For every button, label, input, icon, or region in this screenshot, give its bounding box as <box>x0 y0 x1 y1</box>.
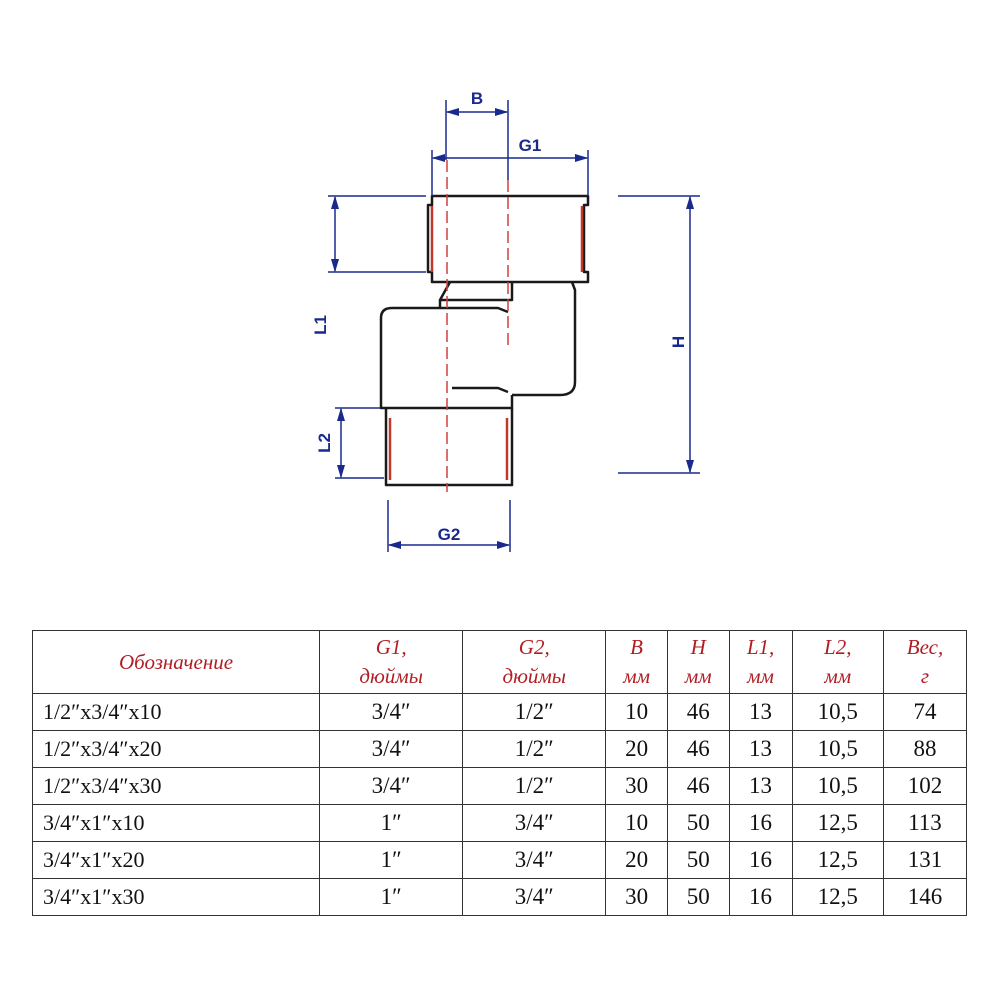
table-row: 3/4″x1″x10 1″ 3/4″ 10 50 16 12,5 113 <box>31 804 968 842</box>
cell-designation: 3/4″x1″x30 <box>31 878 321 916</box>
cell-g1: 3/4″ <box>319 767 464 805</box>
label-b: B <box>471 89 483 108</box>
cell-g2: 3/4″ <box>462 841 607 879</box>
table-row: 1/2″x3/4″x10 3/4″ 1/2″ 10 46 13 10,5 74 <box>31 693 968 731</box>
cell-h: 50 <box>666 878 730 916</box>
cell-g1: 3/4″ <box>319 730 464 768</box>
cell-h: 50 <box>666 841 730 879</box>
cell-b: 30 <box>605 767 668 805</box>
cell-weight: 113 <box>882 804 968 842</box>
cell-l2: 10,5 <box>791 767 884 805</box>
label-g2: G2 <box>438 525 461 544</box>
label-g1: G1 <box>519 136 542 155</box>
header-weight: Вес,г <box>882 630 968 694</box>
cell-weight: 146 <box>882 878 968 916</box>
cell-g1: 1″ <box>319 878 464 916</box>
cell-l1: 16 <box>728 841 793 879</box>
cell-g2: 1/2″ <box>462 767 607 805</box>
cell-b: 10 <box>605 804 668 842</box>
cell-g1: 1″ <box>319 841 464 879</box>
cell-g1: 3/4″ <box>319 693 464 731</box>
cell-h: 46 <box>666 730 730 768</box>
cell-designation: 3/4″x1″x10 <box>31 804 321 842</box>
center-axes <box>446 160 509 492</box>
cell-weight: 131 <box>882 841 968 879</box>
cell-l2: 10,5 <box>791 730 884 768</box>
cell-h: 46 <box>666 693 730 731</box>
header-l2: L2,мм <box>791 630 884 694</box>
cell-b: 20 <box>605 730 668 768</box>
table-row: 3/4″x1″x30 1″ 3/4″ 30 50 16 12,5 146 <box>31 878 968 916</box>
cell-l1: 13 <box>728 693 793 731</box>
cell-h: 46 <box>666 767 730 805</box>
cell-l1: 16 <box>728 804 793 842</box>
cell-l2: 12,5 <box>791 878 884 916</box>
cell-b: 20 <box>605 841 668 879</box>
cell-g1: 1″ <box>319 804 464 842</box>
cell-weight: 102 <box>882 767 968 805</box>
cell-l2: 12,5 <box>791 804 884 842</box>
label-l1: L1 <box>311 315 330 335</box>
header-l1: L1,мм <box>728 630 793 694</box>
dimension-lines <box>328 100 700 552</box>
label-h: H <box>669 336 688 348</box>
cell-l2: 12,5 <box>791 841 884 879</box>
label-l2: L2 <box>315 433 334 453</box>
cell-g2: 1/2″ <box>462 693 607 731</box>
table-row: 1/2″x3/4″x30 3/4″ 1/2″ 30 46 13 10,5 102 <box>31 767 968 805</box>
header-g1: G1,дюймы <box>319 630 464 694</box>
table-row: 3/4″x1″x20 1″ 3/4″ 20 50 16 12,5 131 <box>31 841 968 879</box>
cell-g2: 3/4″ <box>462 878 607 916</box>
fitting-outline <box>379 194 590 487</box>
cell-b: 10 <box>605 693 668 731</box>
fitting-drawing: B G1 L1 H L2 G2 <box>311 89 700 552</box>
header-g2: G2,дюймы <box>462 630 607 694</box>
cell-l1: 13 <box>728 730 793 768</box>
cell-designation: 1/2″x3/4″x20 <box>31 730 321 768</box>
table-row: 1/2″x3/4″x20 3/4″ 1/2″ 20 46 13 10,5 88 <box>31 730 968 768</box>
cell-g2: 3/4″ <box>462 804 607 842</box>
cell-l1: 16 <box>728 878 793 916</box>
cell-l1: 13 <box>728 767 793 805</box>
cell-designation: 1/2″x3/4″x10 <box>31 693 321 731</box>
cell-designation: 1/2″x3/4″x30 <box>31 767 321 805</box>
cell-b: 30 <box>605 878 668 916</box>
cell-weight: 88 <box>882 730 968 768</box>
thread-marks <box>388 206 584 480</box>
cell-l2: 10,5 <box>791 693 884 731</box>
header-designation: Обозначение <box>31 630 321 694</box>
cell-designation: 3/4″x1″x20 <box>31 841 321 879</box>
cell-weight: 74 <box>882 693 968 731</box>
cell-h: 50 <box>666 804 730 842</box>
cell-g2: 1/2″ <box>462 730 607 768</box>
